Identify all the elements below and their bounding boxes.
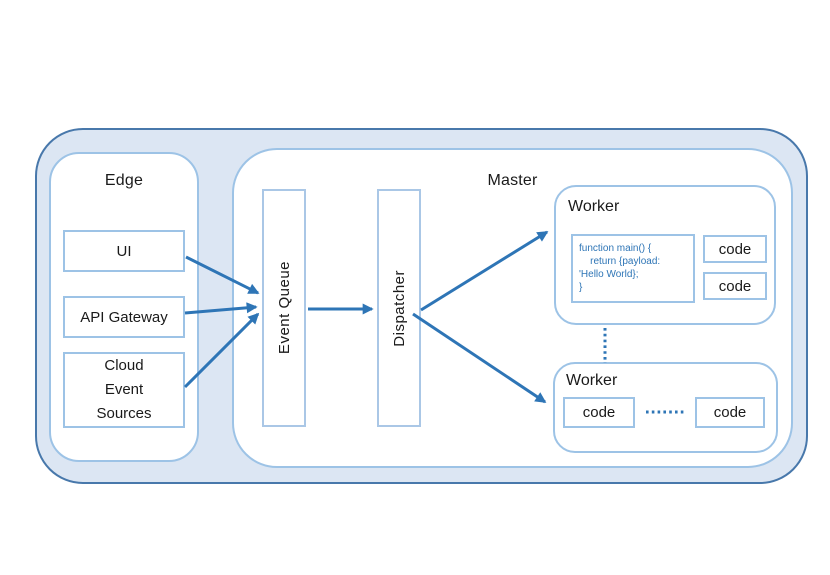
worker-1-title: Worker bbox=[568, 198, 620, 215]
worker-1-code-box-1: code bbox=[703, 235, 767, 263]
dispatcher-label: Dispatcher bbox=[390, 269, 408, 347]
worker-1-code-box-1-label: code bbox=[718, 240, 752, 258]
node-api-gateway: API Gateway bbox=[63, 296, 185, 338]
worker-2-code-box-1: code bbox=[563, 397, 635, 428]
worker-2-code-box-2-label: code bbox=[713, 404, 747, 421]
node-api-gateway-label: API Gateway bbox=[80, 308, 168, 326]
node-ui: UI bbox=[63, 230, 185, 272]
event-queue-bar: Event Queue bbox=[262, 189, 306, 427]
node-cloud-event-sources: Cloud Event Sources bbox=[63, 352, 185, 428]
worker-2-title: Worker bbox=[566, 372, 618, 389]
node-cloud-event-sources-label: Cloud Event Sources bbox=[96, 357, 152, 422]
worker-2-code-box-2: code bbox=[695, 397, 765, 428]
master-title: Master bbox=[487, 172, 538, 189]
worker-1-code-box-2-label: code bbox=[718, 277, 752, 295]
worker-1-code-box-2: code bbox=[703, 272, 767, 300]
worker-1-code-snippet: function main() { return {payload: 'Hell… bbox=[571, 234, 695, 303]
node-ui-label: UI bbox=[116, 242, 132, 260]
edge-title: Edge bbox=[104, 172, 144, 189]
dispatcher-bar: Dispatcher bbox=[377, 189, 421, 427]
worker-2-code-box-1-label: code bbox=[582, 404, 616, 421]
event-queue-label: Event Queue bbox=[275, 261, 293, 355]
